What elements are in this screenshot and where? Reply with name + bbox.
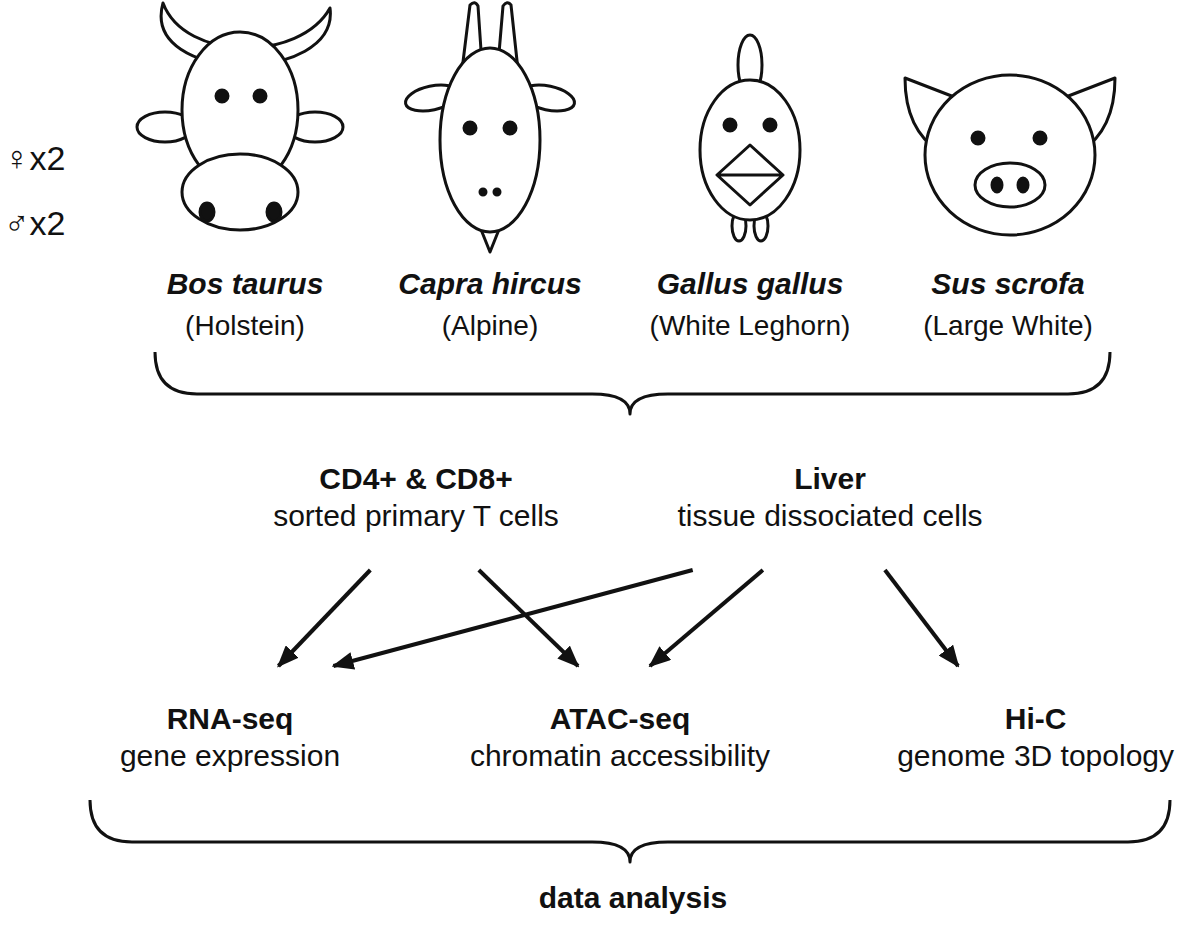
goat-eye [464,122,476,134]
node-description: chromatin accessibility [470,737,770,774]
sample-group: RNA-seqgene expression [120,700,340,774]
breed-name: (Large White) [923,309,1093,343]
species-name: Sus scrofa [931,266,1084,302]
cow-muzzle [182,154,298,230]
flow-arrow [479,570,578,666]
count-label: ♂x2 [4,203,65,243]
chicken-head [700,80,800,220]
goat-head [440,48,540,232]
node-heading: Hi-C [897,700,1174,737]
breed-name: (White Leghorn) [650,309,851,343]
curly-brace [90,800,1170,862]
cow-eye [216,90,228,102]
chicken-beak [717,145,783,205]
species-name: Bos taurus [167,266,324,302]
species-name: Gallus gallus [657,266,844,302]
cow-nostril [200,203,214,221]
breed-name: (Holstein) [185,309,305,343]
count-label: ♀x2 [4,138,65,178]
flow-arrow [333,570,692,666]
cow-eye [254,90,266,102]
goat-nostril [480,189,486,195]
node-description: gene expression [120,737,340,774]
pig-nostril [1018,178,1028,192]
chicken-eye [724,119,736,131]
node-heading: ATAC-seq [470,700,770,737]
pig-snout [975,163,1045,207]
footer-label: data analysis [539,880,727,916]
cow-nostril [267,203,281,221]
flow-arrow [650,570,763,666]
sample-group: ATAC-seqchromatin accessibility [470,700,770,774]
node-description: sorted primary T cells [273,497,559,534]
chicken-eye [764,119,776,131]
sample-group: Hi-Cgenome 3D topology [897,700,1174,774]
goat-nostril [494,189,500,195]
goat-eye [504,122,516,134]
species-name: Capra hircus [398,266,581,302]
node-description: tissue dissociated cells [677,497,982,534]
pig-head [925,75,1095,235]
flow-arrow [885,570,958,666]
sample-group: Livertissue dissociated cells [677,460,982,534]
sample-group: CD4+ & CD8+sorted primary T cells [273,460,559,534]
pig-eye [1034,132,1046,144]
breed-name: (Alpine) [442,309,538,343]
node-heading: Liver [677,460,982,497]
node-description: genome 3D topology [897,737,1174,774]
node-heading: RNA-seq [120,700,340,737]
pig-nostril [992,178,1002,192]
flow-arrow [278,570,370,666]
node-heading: CD4+ & CD8+ [273,460,559,497]
curly-brace [155,352,1110,414]
pig-eye [972,132,984,144]
